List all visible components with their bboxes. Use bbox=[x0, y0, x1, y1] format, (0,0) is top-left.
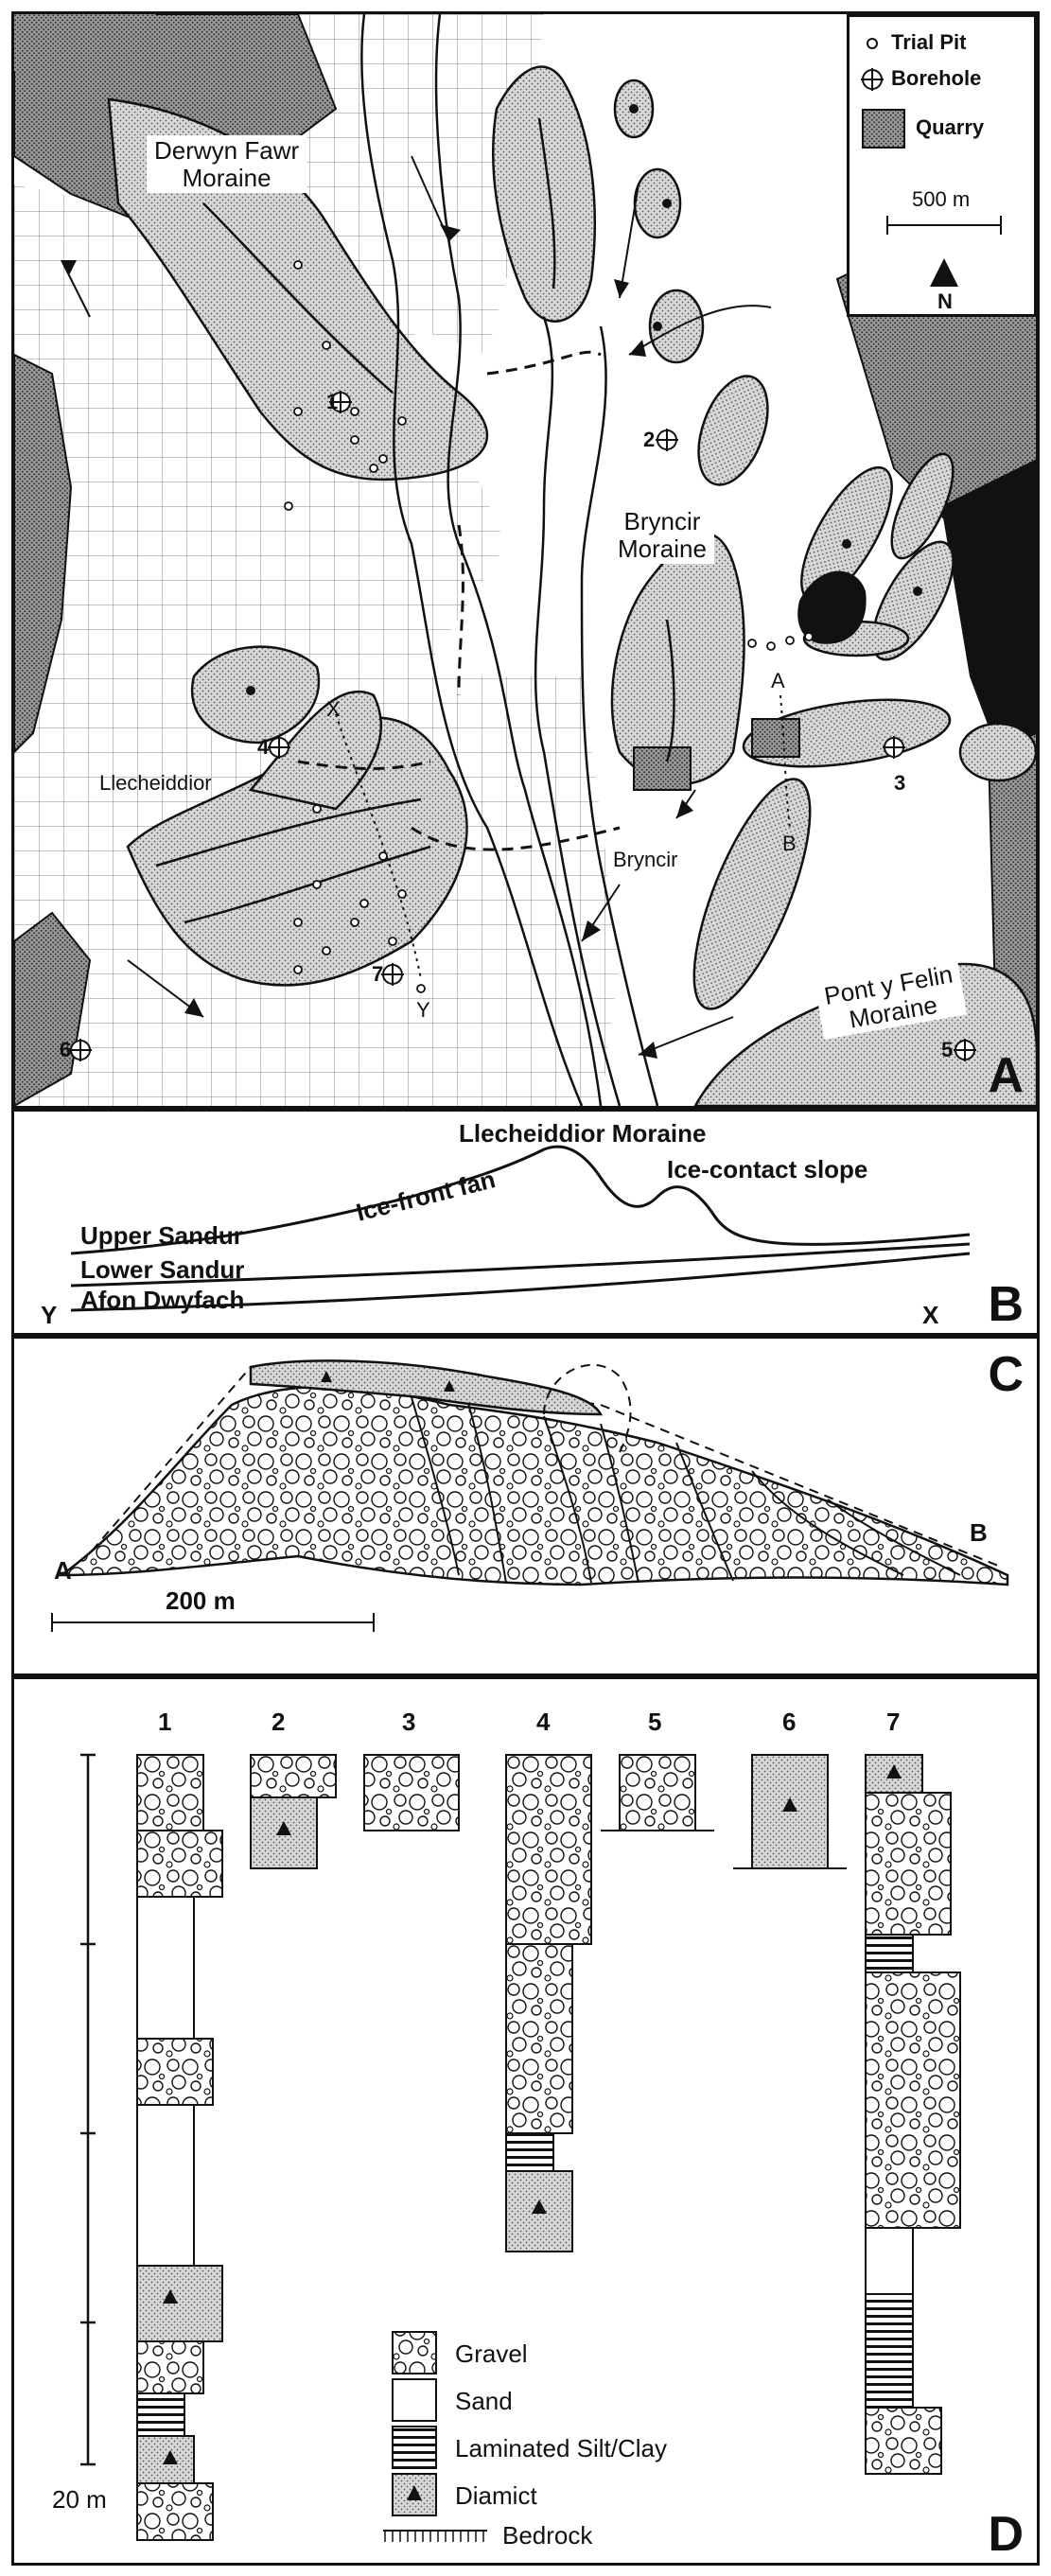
panel-a-letter: A bbox=[988, 1048, 1024, 1103]
bryncir-label: Bryncir bbox=[605, 847, 686, 874]
borehole-label-4: 4 bbox=[257, 735, 270, 759]
log-label-1: 1 bbox=[158, 1708, 172, 1736]
borehole-3 bbox=[883, 736, 905, 759]
borehole-label-6: 6 bbox=[60, 1038, 72, 1061]
legend-trial-pit: Trial Pit bbox=[891, 30, 967, 54]
panel-c-section: A B 200 m C bbox=[11, 1336, 1040, 1676]
upper-sandur-label: Upper Sandur bbox=[80, 1221, 243, 1250]
section-a-end-label: A bbox=[54, 1556, 72, 1585]
panel-b-profile: Llecheiddior Moraine Ice-front fan Ice-c… bbox=[11, 1109, 1040, 1336]
channel-3 bbox=[534, 316, 622, 1106]
panel-d-letter: D bbox=[988, 2507, 1024, 2562]
bedrock-nw-corner bbox=[14, 14, 156, 71]
ice-contact-slope-label: Ice-contact slope bbox=[667, 1155, 868, 1183]
borehole-label-5: 5 bbox=[941, 1038, 954, 1061]
llecheiddior-knob bbox=[190, 645, 321, 745]
legend-north: N bbox=[937, 289, 953, 313]
borehole-label-2: 2 bbox=[643, 428, 656, 451]
bryncir-moraine bbox=[610, 533, 745, 785]
legend-borehole: Borehole bbox=[891, 66, 982, 90]
channel-2 bbox=[434, 14, 603, 1106]
legend-diamict: Diamict bbox=[455, 2481, 537, 2510]
drumlin-8 bbox=[890, 452, 955, 560]
drumlin-10 bbox=[958, 722, 1037, 782]
derwyn-label: Derwyn Fawr Moraine bbox=[147, 135, 307, 194]
section-svg bbox=[51, 1359, 1009, 1632]
section-body bbox=[58, 1385, 1009, 1586]
quarry-2 bbox=[751, 718, 800, 758]
panel-c-letter: C bbox=[988, 1347, 1024, 1402]
legend-quarry: Quarry bbox=[916, 115, 985, 139]
channel-1 bbox=[360, 14, 584, 1106]
borehole-label-3: 3 bbox=[894, 771, 906, 795]
logs-svg bbox=[80, 1753, 961, 2542]
drumlin-2 bbox=[633, 167, 682, 239]
section-x-label: X bbox=[326, 697, 341, 721]
bedrock-ne-black bbox=[941, 459, 1037, 752]
section-a-label: A bbox=[771, 669, 785, 692]
profile-y-label: Y bbox=[41, 1301, 58, 1329]
section-scale-label: 200 m bbox=[166, 1586, 236, 1615]
drumlin-11 bbox=[692, 778, 812, 1010]
borehole-label-7: 7 bbox=[372, 962, 384, 986]
profile-title: Llecheiddior Moraine bbox=[459, 1119, 707, 1148]
quarry-1 bbox=[633, 746, 692, 791]
log-label-5: 5 bbox=[648, 1708, 662, 1736]
log-label-4: 4 bbox=[536, 1708, 551, 1736]
drumlin-4 bbox=[697, 375, 769, 486]
bedrock-w bbox=[14, 353, 73, 754]
profile-svg bbox=[70, 1145, 971, 1312]
bryncir-moraine-label: Bryncir Moraine bbox=[610, 506, 714, 565]
section-b-label: B bbox=[782, 832, 797, 855]
legend-sand: Sand bbox=[455, 2387, 513, 2415]
lower-sandur-label: Lower Sandur bbox=[80, 1255, 245, 1284]
quarry-black bbox=[797, 570, 867, 644]
logs-scale-label: 20 m bbox=[52, 2485, 107, 2514]
borehole-6 bbox=[69, 1039, 92, 1061]
drumlin-3 bbox=[648, 289, 705, 364]
borehole-label-1: 1 bbox=[326, 390, 339, 413]
log-label-3: 3 bbox=[402, 1708, 416, 1736]
borehole-7 bbox=[381, 963, 404, 986]
afon-label: Afon Dwyfach bbox=[80, 1286, 245, 1314]
map-svg bbox=[14, 14, 1037, 1106]
borehole-1 bbox=[329, 391, 352, 413]
panel-a-map: Derwyn Fawr Moraine Bryncir Moraine Llec… bbox=[11, 11, 1040, 1109]
section-b-end-label: B bbox=[970, 1518, 988, 1547]
log-label-2: 2 bbox=[272, 1708, 286, 1736]
llecheiddior-label: Llecheiddior bbox=[99, 771, 212, 795]
profile-x-label: X bbox=[922, 1301, 939, 1329]
map-legend: Trial Pit Borehole Quarry 500 m N bbox=[847, 14, 1037, 317]
legend-laminated: Laminated Silt/Clay bbox=[455, 2434, 667, 2462]
diamict-cap bbox=[249, 1359, 604, 1416]
section-y-label: Y bbox=[416, 998, 430, 1022]
log-label-7: 7 bbox=[886, 1708, 901, 1736]
panel-d-logs: 1 2 3 4 5 6 7 20 m Gravel Sand Laminated… bbox=[11, 1676, 1040, 2566]
log-label-6: 6 bbox=[782, 1708, 797, 1736]
borehole-4 bbox=[268, 736, 290, 759]
panel-b-letter: B bbox=[988, 1277, 1024, 1332]
llecheiddior-arm bbox=[248, 690, 382, 811]
channel-4 bbox=[580, 325, 659, 1106]
borehole-5 bbox=[954, 1039, 976, 1061]
borehole-2 bbox=[656, 429, 678, 451]
legend-gravel: Gravel bbox=[455, 2339, 528, 2368]
legend-scale: 500 m bbox=[912, 187, 971, 211]
bedrock-sw bbox=[14, 911, 92, 1106]
legend-bedrock: Bedrock bbox=[502, 2521, 593, 2550]
north-ridge bbox=[492, 65, 596, 323]
